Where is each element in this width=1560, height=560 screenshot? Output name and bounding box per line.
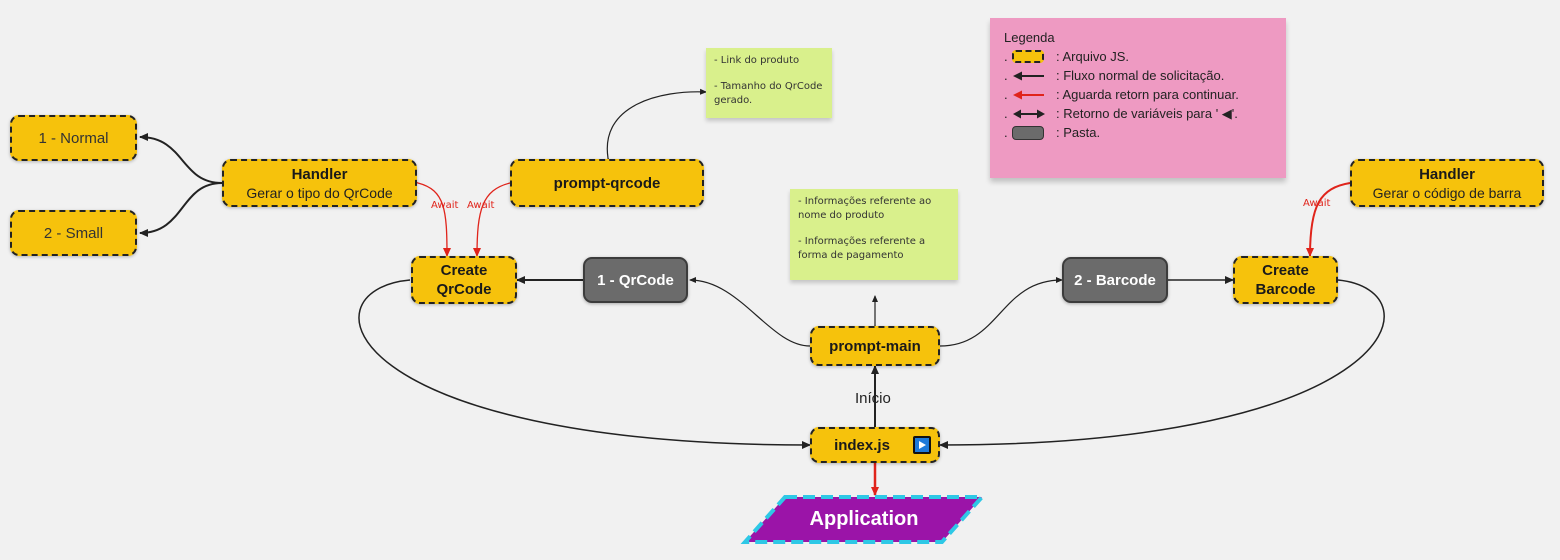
edge-createbar-to-index: [939, 279, 1385, 449]
folder-barcode[interactable]: 2 - Barcode: [1062, 257, 1168, 303]
edge-handler-to-small: [139, 182, 223, 237]
legend-bullet: .: [1004, 106, 1008, 121]
folder-qrcode[interactable]: 1 - QrCode: [583, 257, 688, 303]
legend: Legenda . : Arquivo JS. . : Fluxo normal…: [990, 18, 1286, 178]
legend-title: Legenda: [1004, 30, 1055, 45]
node-small[interactable]: 2 - Small: [10, 210, 137, 256]
folder-barcode-label: 2 - Barcode: [1074, 271, 1156, 289]
create-qr-line2: QrCode: [436, 281, 492, 298]
file-swatch-icon: [1012, 47, 1056, 66]
play-icon[interactable]: [913, 436, 931, 454]
node-handler-qrcode[interactable]: Handler Gerar o tipo do QrCode: [222, 159, 417, 207]
legend-row: . : Aguarda retorn para continuar.: [1004, 85, 1272, 104]
application-label: Application: [809, 508, 919, 530]
edge-await-promptqr-createqr: [473, 177, 519, 257]
legend-label: : Retorno de variáveis para ' ◀'.: [1056, 105, 1238, 121]
edge-handler-to-normal: [139, 133, 223, 184]
create-bar-line2: Barcode: [1255, 281, 1316, 298]
node-small-label: 2 - Small: [43, 224, 104, 242]
create-bar-line1: Create: [1262, 262, 1309, 279]
application-shape: [740, 495, 987, 544]
folder-qrcode-label: 1 - QrCode: [597, 271, 674, 289]
prompt-main-label: prompt-main: [829, 337, 921, 355]
note-qrcode-line: - Tamanho do QrCode gerado.: [714, 81, 823, 106]
create-qr-line1: Create: [440, 262, 488, 279]
legend-label: : Arquivo JS.: [1056, 49, 1129, 64]
edge-promptqr-note: [605, 88, 707, 165]
node-create-qrcode[interactable]: Create QrCode: [411, 256, 517, 304]
handler-qr-subtitle: Gerar o tipo do QrCode: [246, 184, 393, 201]
note-main-line: - Informações referente ao nome do produ…: [798, 196, 932, 221]
note-qrcode-line: - Link do produto: [714, 55, 800, 66]
legend-bullet: .: [1004, 49, 1008, 64]
note-main: - Informações referente ao nome do produ…: [790, 189, 958, 280]
note-main-line: - Informações referente a forma de pagam…: [798, 236, 926, 261]
node-normal[interactable]: 1 - Normal: [10, 115, 137, 161]
handler-qr-title: Handler: [291, 165, 348, 183]
red-arrow-left-icon: [1012, 85, 1056, 104]
legend-bullet: .: [1004, 68, 1008, 83]
index-js-label: index.js: [834, 436, 890, 454]
double-arrow-icon: [1012, 104, 1056, 123]
legend-bullet: .: [1004, 87, 1008, 102]
node-normal-label: 1 - Normal: [38, 129, 109, 147]
await-label-prompt-qr: Await: [467, 200, 495, 211]
node-prompt-qrcode[interactable]: prompt-qrcode: [510, 159, 704, 207]
await-label-barcode: Await: [1303, 198, 1331, 209]
legend-label: : Pasta.: [1056, 125, 1101, 140]
prompt-qrcode-label: prompt-qrcode: [553, 174, 661, 192]
legend-row: . : Arquivo JS.: [1004, 47, 1272, 66]
black-arrow-left-icon: [1012, 66, 1056, 85]
legend-label: : Aguarda retorn para continuar.: [1056, 87, 1239, 102]
inicio-label: Início: [855, 390, 891, 407]
edge-await-handler-createqr: [409, 177, 451, 257]
node-create-barcode[interactable]: Create Barcode: [1233, 256, 1338, 304]
legend-row: . : Fluxo normal de solicitação.: [1004, 66, 1272, 85]
edge-createqr-to-index: [358, 279, 811, 449]
edge-main-to-folderqr: [689, 277, 811, 347]
legend-row: . : Pasta.: [1004, 123, 1272, 142]
await-label-handler-qr: Await: [431, 200, 459, 211]
legend-row: . : Retorno de variáveis para ' ◀'.: [1004, 104, 1272, 123]
node-handler-barcode[interactable]: Handler Gerar o código de barra: [1350, 159, 1544, 207]
edge-await-handler-createbar: [1306, 177, 1359, 257]
node-prompt-main[interactable]: prompt-main: [810, 326, 940, 366]
folder-swatch-icon: [1012, 123, 1056, 142]
handler-bar-subtitle: Gerar o código de barra: [1372, 184, 1522, 201]
handler-bar-title: Handler: [1419, 165, 1475, 183]
edge-main-to-folderbar: [939, 277, 1063, 347]
legend-label: : Fluxo normal de solicitação.: [1056, 68, 1225, 83]
note-qrcode: - Link do produto - Tamanho do QrCode ge…: [706, 48, 832, 118]
legend-bullet: .: [1004, 125, 1008, 140]
